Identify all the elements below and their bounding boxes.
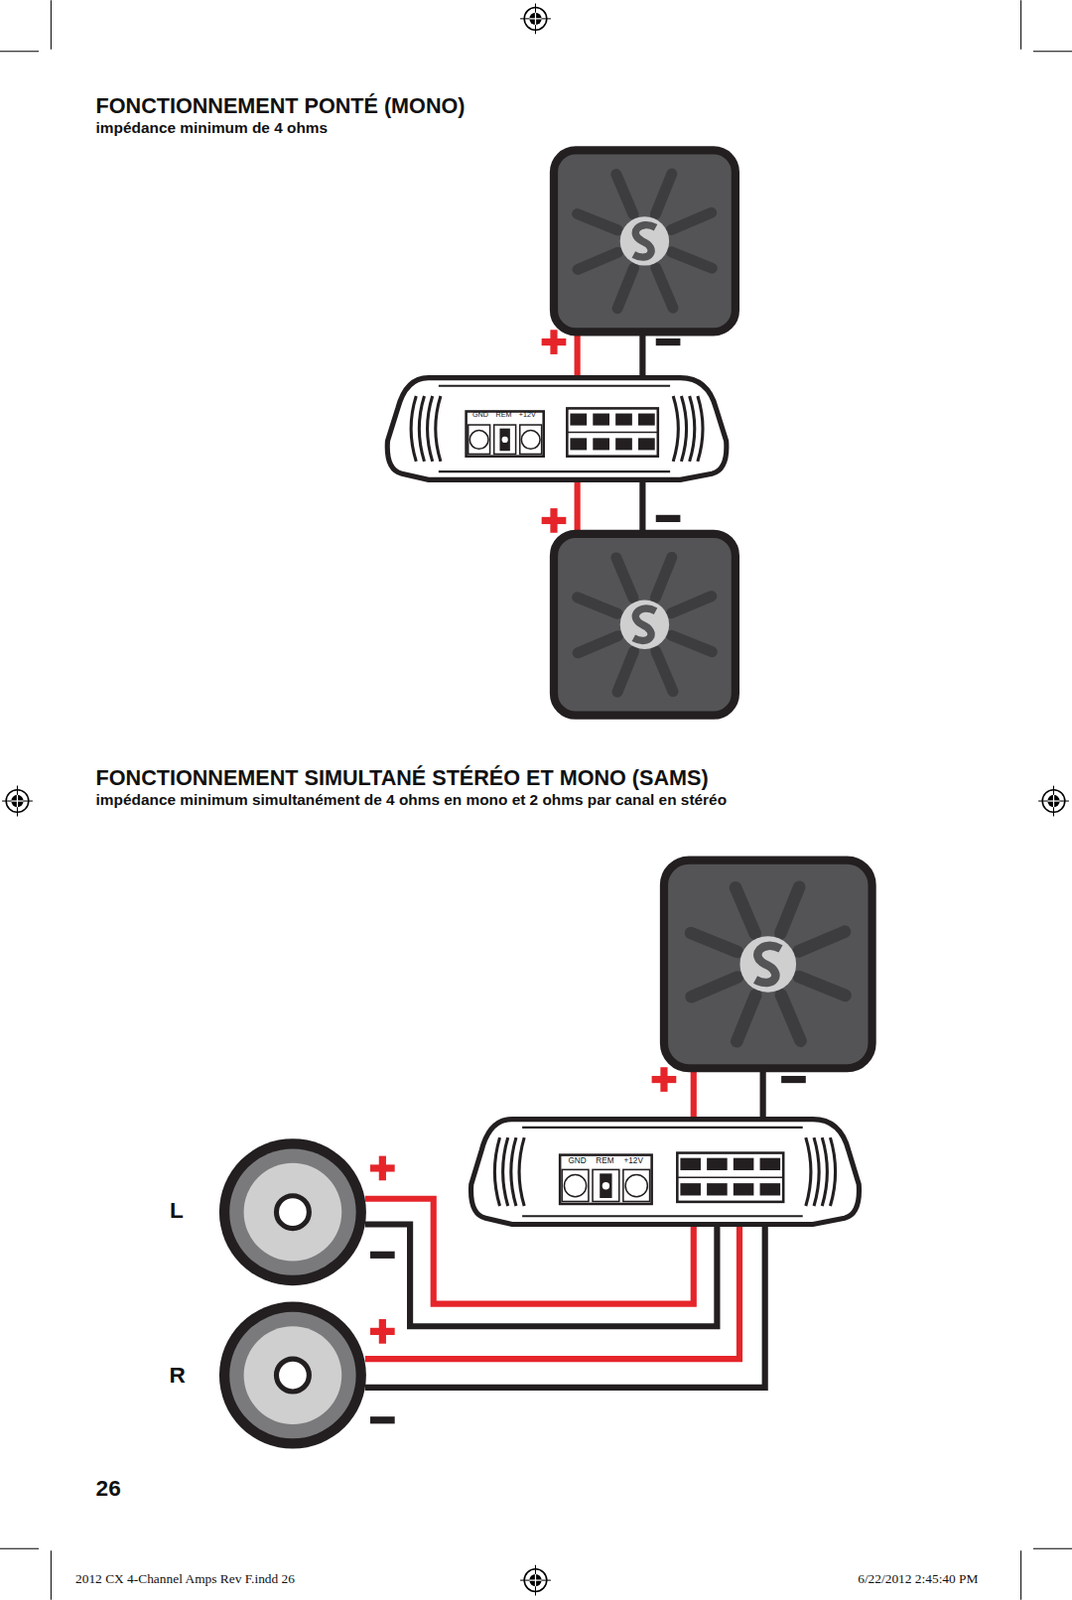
crop-mark <box>0 50 39 52</box>
channel-label: L <box>169 1199 184 1224</box>
impedance-note: impédance minimum simultanément de 4 ohm… <box>96 792 727 809</box>
minus-sign <box>656 338 681 346</box>
crop-mark <box>1033 1548 1072 1550</box>
subwoofer <box>553 149 736 332</box>
registration-mark <box>520 2 551 34</box>
coaxial-speaker <box>219 1302 367 1450</box>
registration-mark <box>1 786 33 817</box>
minus-sign <box>781 1075 806 1083</box>
amplifier <box>387 378 727 481</box>
subwoofer <box>664 860 873 1070</box>
plus-sign <box>370 1319 396 1344</box>
section-heading: FONCTIONNEMENT SIMULTANÉ STÉRÉO ET MONO … <box>96 766 709 791</box>
page-number: 26 <box>96 1476 122 1502</box>
terminal-label: +12V <box>624 1156 644 1166</box>
crop-mark <box>1033 50 1072 52</box>
crop-mark <box>50 1550 52 1600</box>
amplifier <box>471 1119 860 1225</box>
channel-label: R <box>169 1363 186 1389</box>
terminal-label: GND <box>568 1156 587 1166</box>
print-slug: 2012 CX 4-Channel Amps Rev F.indd 26 <box>75 1572 295 1588</box>
minus-sign <box>656 515 681 523</box>
registration-mark <box>520 1565 551 1597</box>
plus-sign <box>652 1067 677 1092</box>
section-heading: FONCTIONNEMENT PONTÉ (MONO) <box>96 94 466 119</box>
terminal-label: GND <box>472 410 489 419</box>
plus-sign <box>370 1156 396 1182</box>
impedance-note: impédance minimum de 4 ohms <box>96 120 328 137</box>
crop-mark <box>50 0 52 49</box>
terminal-label: REM <box>595 1156 614 1166</box>
terminal-label: REM <box>496 410 513 419</box>
registration-mark <box>1038 786 1070 817</box>
plus-sign <box>541 508 567 534</box>
plus-sign <box>541 329 567 355</box>
subwoofer <box>553 534 736 716</box>
coaxial-speaker <box>219 1138 367 1286</box>
terminal-label: +12V <box>519 410 536 419</box>
crop-mark <box>1020 1550 1022 1600</box>
minus-sign <box>370 1251 396 1259</box>
crop-mark <box>1020 0 1022 49</box>
minus-sign <box>370 1416 396 1424</box>
crop-mark <box>0 1548 39 1550</box>
print-slug: 6/22/2012 2:45:40 PM <box>857 1572 978 1588</box>
